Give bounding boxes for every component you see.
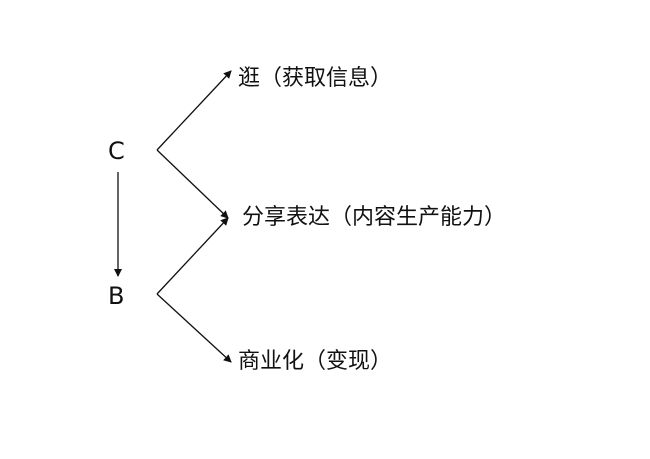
arrow-b-to-share [156, 217, 229, 295]
node-c: C [108, 137, 125, 165]
arrow-b-to-commerce [156, 293, 232, 363]
node-share: 分享表达（内容生产能力） [242, 205, 507, 230]
node-commerce: 商业化（变现） [238, 349, 393, 374]
arrow-c-to-browse [156, 70, 232, 151]
node-browse: 逛（获取信息） [238, 66, 393, 91]
node-b: B [108, 282, 125, 310]
arrow-c-to-share [156, 149, 229, 219]
